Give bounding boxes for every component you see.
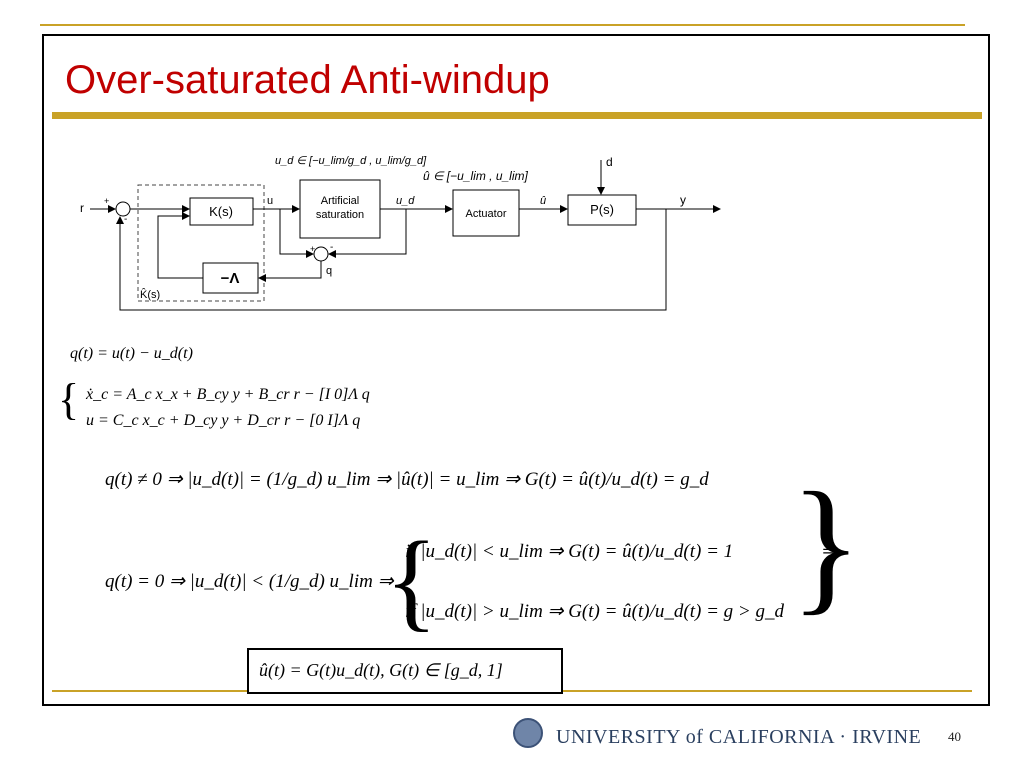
- sum-junction-1: [115, 201, 131, 217]
- conclusion-box: û(t) = G(t)u_d(t), G(t) ∈ [g_d, 1]: [247, 648, 563, 694]
- khat-label: K̂(s): [140, 287, 160, 301]
- uhat-range-label: û ∈ [−u_lim , u_lim]: [423, 169, 528, 183]
- output-y-label: y: [680, 193, 686, 207]
- plant-block: [567, 194, 637, 226]
- subcase-brace: {: [385, 519, 438, 641]
- right-brace: }: [790, 462, 862, 628]
- state-equation-2: u = C_c x_c + D_cy y + D_cr r − [0 I]Λ q: [86, 412, 361, 429]
- slide-title: Over-saturated Anti-windup: [65, 58, 550, 102]
- svg-text:+: +: [310, 244, 315, 254]
- artificial-saturation-block: [299, 179, 381, 239]
- case-q-zero: q(t) = 0 ⇒ |u_d(t)| < (1/g_d) u_lim ⇒: [105, 571, 394, 592]
- svg-text:-: -: [330, 242, 333, 253]
- subcase-2: if |u_d(t)| > u_lim ⇒ G(t) = û(t)/u_d(t)…: [405, 601, 784, 622]
- implies-arrow: ⇒: [822, 538, 841, 563]
- subcase-1: if |u_d(t)| < u_lim ⇒ G(t) = û(t)/u_d(t)…: [405, 541, 734, 562]
- actuator-label: Actuator: [466, 208, 507, 220]
- state-brace: {: [58, 375, 80, 424]
- sum-junction-2: [313, 246, 329, 262]
- khat-dashed-box: [137, 184, 265, 302]
- disturbance-d-label: d: [606, 155, 613, 169]
- input-r-label: r: [80, 201, 84, 215]
- k-block-label: K(s): [209, 204, 233, 219]
- ud-signal-label: u_d: [396, 195, 415, 207]
- actuator-block: [452, 189, 520, 237]
- state-equation-1: ẋ_c = A_c x_x + B_cy y + B_cr r − [I 0]Λ…: [86, 386, 370, 403]
- uhat-signal-label: û: [540, 195, 546, 207]
- artificial-saturation-label-2: saturation: [316, 209, 364, 221]
- title-underline: [52, 112, 982, 119]
- block-diagram: K(s) −Λ Artificial saturation Actuator P…: [80, 155, 721, 311]
- slide-frame: [42, 34, 990, 706]
- uc-seal-icon: [513, 718, 543, 748]
- page-number: 40: [948, 729, 961, 744]
- u-signal-label: u: [267, 195, 273, 207]
- svg-text:-: -: [124, 214, 127, 225]
- ud-range-label: u_d ∈ [−u_lim/g_d , u_lim/g_d]: [275, 155, 427, 167]
- conclusion-equation: û(t) = G(t)u_d(t), G(t) ∈ [g_d, 1]: [259, 660, 503, 680]
- q-signal-label: q: [326, 265, 332, 277]
- lambda-block-label: −Λ: [221, 270, 240, 287]
- k-block: [189, 197, 254, 226]
- case-q-nonzero: q(t) ≠ 0 ⇒ |u_d(t)| = (1/g_d) u_lim ⇒ |û…: [105, 469, 709, 490]
- svg-text:+: +: [104, 196, 109, 206]
- artificial-saturation-label-1: Artificial: [321, 195, 360, 207]
- plant-label: P(s): [590, 202, 614, 217]
- footer-university-name: UNIVERSITY of CALIFORNIA · IRVINE: [556, 726, 922, 748]
- top-accent-line: [40, 24, 965, 26]
- q-definition: q(t) = u(t) − u_d(t): [70, 345, 193, 362]
